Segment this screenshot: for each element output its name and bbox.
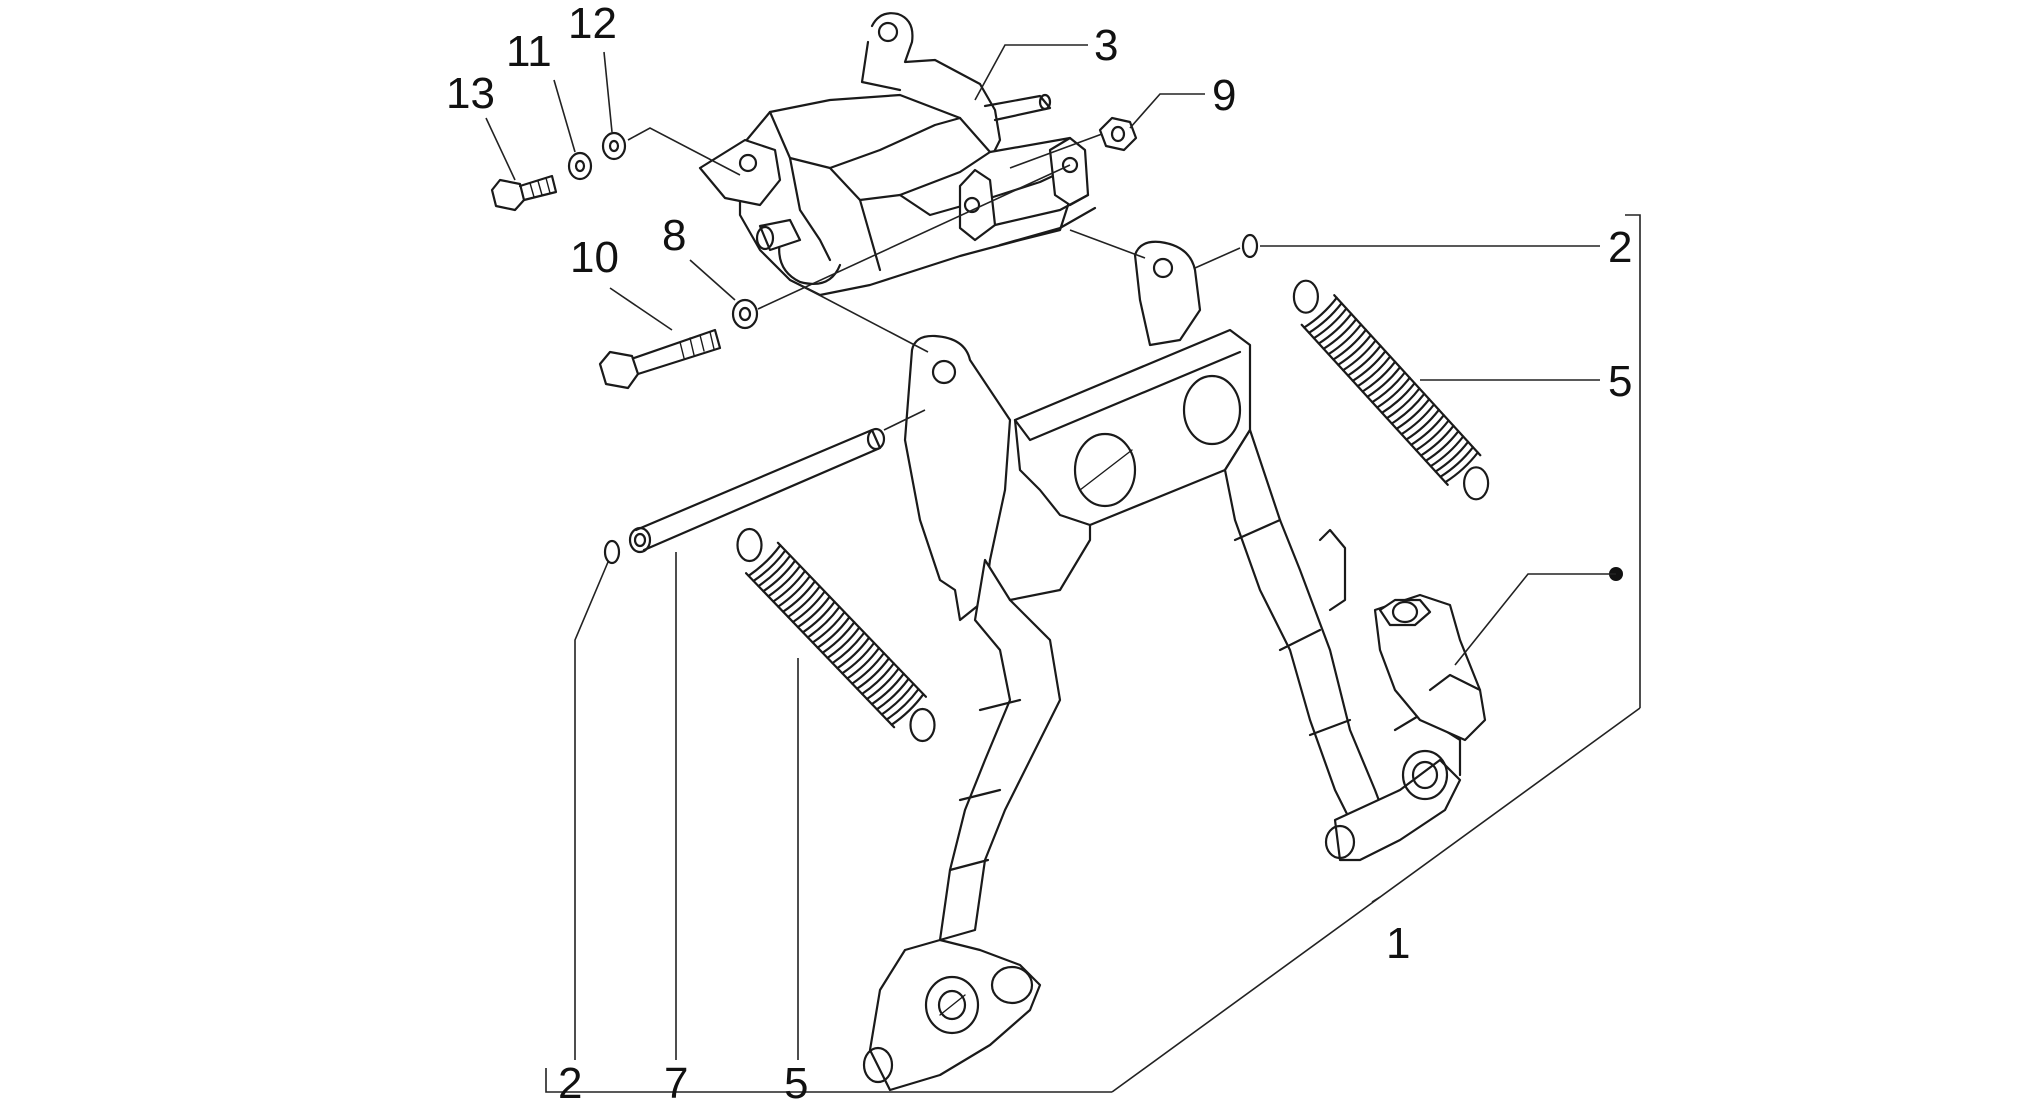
callout-5-left: 5 [784,1059,808,1107]
part-10-bolt [598,328,722,390]
spring-coil [787,585,821,618]
spring-coil [1361,360,1397,393]
spring-coil [1385,387,1421,420]
callout-12: 12 [568,0,617,48]
spring-coil [752,549,787,582]
spring-coil [1415,419,1450,452]
spring-coil [1366,366,1402,398]
spring-coil [1400,403,1436,436]
spring-coil [1356,355,1392,388]
spring-coil [1346,344,1382,377]
callout-3: 3 [1094,21,1118,70]
spring-coil [841,641,876,675]
spring-coil [791,590,826,624]
spring-coil [856,657,890,690]
callout-10: 10 [570,233,619,282]
spring-coil [1307,302,1343,334]
spring-coil [1395,398,1431,430]
spring-coil [1337,334,1372,366]
spring-coil [1303,296,1338,329]
spring-coil [1405,408,1440,441]
spring-coil [836,636,871,670]
callout-1: 1 [1386,919,1410,968]
spring-coil [1380,382,1416,414]
part-2-clip-left [603,539,621,565]
spring-hook [736,527,763,563]
spring-coil [870,672,905,706]
spring-coil [762,559,797,593]
callout-9: 9 [1212,71,1236,120]
spring-coil [811,611,846,644]
spring-coil [816,616,851,649]
spring-coil [851,652,885,685]
spring-coil [865,667,900,701]
callout-labels: 1 2 2 3 5 5 7 8 9 10 11 12 13 [446,0,1632,1107]
spring-coil [757,554,792,588]
callout-13: 13 [446,69,495,118]
spring-coil [1332,328,1367,361]
part-9-nut [1098,116,1138,152]
spring-coil [890,693,925,726]
spring-coil [767,564,802,598]
part-13-bolt [490,174,558,212]
part-12-washer [601,131,627,161]
spring-coil [846,646,881,680]
spring-coil [821,621,856,654]
leader-lines [485,44,1641,1093]
spring-coil [1439,446,1475,478]
part-3-mounting-bracket [698,12,1097,297]
spring-hook [1292,279,1320,314]
part-2-clip-right [1241,233,1259,259]
part-8-washer [731,298,759,330]
spring-hook [909,707,936,743]
part-5-spring-left [736,527,936,743]
part-11-washer [567,151,593,181]
spring-outline [1333,294,1482,457]
spring-coil [875,677,910,711]
spring-coil [1371,371,1406,404]
spring-coil [1351,350,1387,382]
spring-coil [1424,430,1460,462]
spring-coil [1429,435,1465,468]
spring-outline [744,572,896,729]
spring-hook [1462,466,1490,501]
part-5-spring-right [1292,279,1490,501]
spring-coil [806,605,841,639]
spring-coil [1312,307,1348,340]
spring-coil [1327,323,1363,356]
spring-coil [1376,376,1411,409]
spring-coil [1434,440,1470,473]
spring-coil [1444,451,1479,484]
spring-coil [1322,318,1358,350]
spring-coil [772,569,807,603]
spring-coil [796,595,831,629]
spring-outline [1300,323,1449,486]
callout-5-right: 5 [1608,357,1632,406]
spring-coil [1342,339,1377,372]
spring-outline [776,541,928,698]
spring-coil [1410,414,1445,446]
callout-11: 11 [506,27,552,76]
spring-coil [831,631,866,665]
spring-coil [826,626,861,659]
callout-2-left: 2 [558,1059,582,1107]
spring-coil [1390,392,1426,425]
part-7-pin [628,427,886,554]
spring-coil [777,575,811,608]
spring-coil [747,544,782,577]
spring-coil [885,688,920,721]
callout-2-right: 2 [1608,223,1632,272]
spring-coil [1419,424,1455,457]
callout-8: 8 [662,211,686,260]
callout-7: 7 [664,1059,688,1107]
spring-coil [880,682,915,716]
part-1-center-stand [862,240,1487,1092]
spring-coil [1317,312,1353,345]
spring-coil [861,662,895,695]
spring-coil [782,580,816,613]
spring-coil [801,600,836,634]
